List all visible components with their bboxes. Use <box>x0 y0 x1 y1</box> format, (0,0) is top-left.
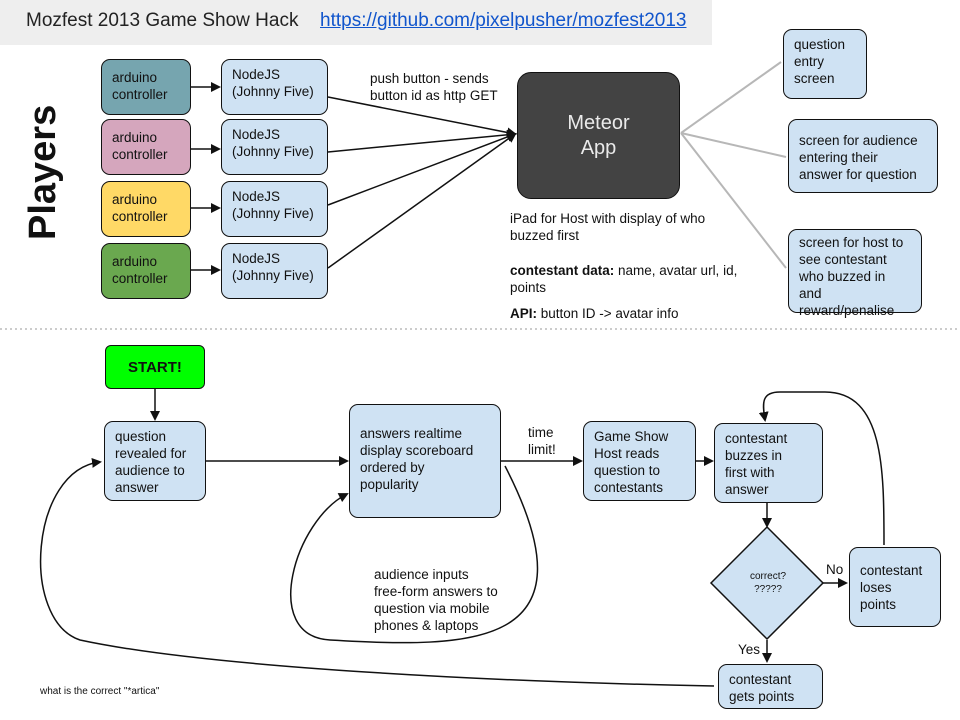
meteor-app-box: Meteor App <box>517 72 680 199</box>
answers-realtime-box: answers realtime display scoreboard orde… <box>349 404 501 518</box>
arduino-controller-4: arduino controller <box>101 243 191 299</box>
question-revealed-box: question revealed for audience to answer <box>104 421 206 501</box>
audience-inputs-note: audience inputs free-form answers to que… <box>374 567 498 633</box>
yes-label: Yes <box>738 642 761 657</box>
correct-question-label: correct? ????? <box>749 571 787 595</box>
arrow-node4-meteor <box>327 132 517 269</box>
line-meteor-screen3 <box>680 132 787 269</box>
host-reads-box: Game Show Host reads question to contest… <box>583 421 696 501</box>
loses-points-box: contestant loses points <box>849 547 941 627</box>
nodejs-box-4: NodeJS (Johnny Five) <box>221 243 328 299</box>
arrow-node3-meteor <box>327 132 517 206</box>
arrow-node1-meteor <box>327 96 517 138</box>
audience-answer-screen: screen for audience entering their answe… <box>788 119 938 193</box>
arrow-node2-meteor <box>327 129 517 153</box>
time-limit-label: time limit! <box>528 425 556 457</box>
gets-points-box: contestant gets points <box>718 664 823 709</box>
arrow-audience-loop <box>290 465 539 644</box>
arduino-controller-3: arduino controller <box>101 181 191 237</box>
nodejs-box-1: NodeJS (Johnny Five) <box>221 59 328 115</box>
github-link[interactable]: https://github.com/pixelpusher/mozfest20… <box>320 10 687 31</box>
push-button-note: push button - sends button id as http GE… <box>370 71 498 103</box>
contestant-data-label: contestant data: <box>510 263 615 278</box>
nodejs-box-3: NodeJS (Johnny Five) <box>221 181 328 237</box>
contestant-data-note: contestant data: name, avatar url, id, p… <box>510 262 737 296</box>
no-label: No <box>826 562 844 577</box>
footnote: what is the correct "*artica" <box>40 686 160 697</box>
arrow-loses-loop <box>758 391 885 546</box>
host-screen: screen for host to see contestant who bu… <box>788 229 922 318</box>
decision-diamond <box>709 525 825 641</box>
header-bar <box>0 0 712 45</box>
api-note: API: button ID -> avatar info <box>510 305 678 322</box>
arduino-controller-2: arduino controller <box>101 119 191 175</box>
ipad-note: iPad for Host with display of who buzzed… <box>510 211 706 243</box>
arduino-controller-1: arduino controller <box>101 59 191 115</box>
arrow-gets-loop <box>40 457 715 687</box>
contestant-data-text: name, avatar url, id, points <box>510 263 738 295</box>
api-text: button ID -> avatar info <box>537 306 679 321</box>
page-title: Mozfest 2013 Game Show Hack <box>26 10 299 31</box>
nodejs-box-2: NodeJS (Johnny Five) <box>221 119 328 175</box>
line-meteor-screen2 <box>680 132 787 158</box>
contestant-buzzes-box: contestant buzzes in first with answer <box>714 423 823 503</box>
api-label: API: <box>510 306 537 321</box>
start-box: START! <box>105 345 205 389</box>
question-entry-screen: question entry screen <box>783 29 867 99</box>
line-meteor-screen1 <box>680 61 782 134</box>
